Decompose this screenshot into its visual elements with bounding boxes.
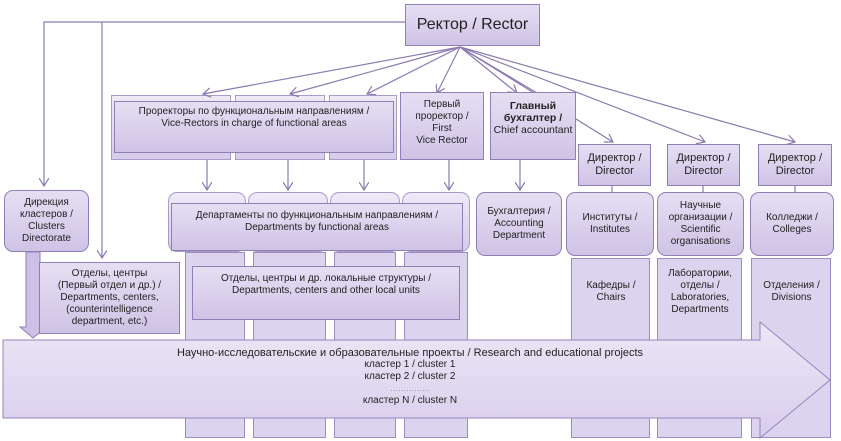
director-3-line-1: Директор / xyxy=(767,152,823,164)
local-units-line-1: Отделы, центры и др. локальные структуры… xyxy=(221,273,431,284)
connector-rector-vr1 xyxy=(203,46,461,94)
director-box-2[interactable]: Директор / Director xyxy=(667,144,740,186)
sci-orgs-line-1: Научные xyxy=(679,200,722,211)
rector-box[interactable]: Ректор / Rector xyxy=(405,4,540,46)
connector-rector-vr3 xyxy=(367,46,461,94)
projects-arrow xyxy=(2,320,831,440)
director-box-3[interactable]: Директор / Director xyxy=(758,144,832,186)
colleges-box[interactable]: Колледжи / Colleges xyxy=(750,192,834,256)
first-vr-line-1: Первый xyxy=(423,99,461,110)
clusters-directorate-box[interactable]: Дирекция кластеров / Clusters Directorat… xyxy=(4,190,89,252)
projects-title: Научно-исследовательские и образовательн… xyxy=(176,347,644,359)
projects-text: Научно-исследовательские и образовательн… xyxy=(30,347,790,407)
projects-cluster-n: кластер N / cluster N xyxy=(362,395,458,406)
clusters-dir-line-4: Directorate xyxy=(22,233,71,244)
labs-line-3: Laboratories, xyxy=(670,292,730,303)
institutes-box[interactable]: Институты / Institutes xyxy=(566,192,654,256)
departments-centers-box[interactable]: Отделы, центры (Первый отдел и др.) / De… xyxy=(39,262,180,334)
first-vr-line-2: проректор / xyxy=(415,111,469,122)
acc-dept-line-2: Accounting xyxy=(494,218,544,229)
dep-func-line-2: Departments by functional areas xyxy=(245,222,389,233)
dep-centers-line-2: (Первый отдел и др.) / xyxy=(57,280,162,291)
laboratories-label: Лаборатории, отделы / Laboratories, Depa… xyxy=(657,268,743,316)
director-1-line-2: Director xyxy=(595,165,634,177)
connector-rector-clusters xyxy=(44,21,405,186)
local-units-box[interactable]: Отделы, центры и др. локальные структуры… xyxy=(192,266,460,320)
dep-func-line-1: Департаменты по функциональным направлен… xyxy=(195,210,439,221)
institutes-line-1: Институты / xyxy=(582,212,638,223)
institutes-line-2: Institutes xyxy=(589,224,631,235)
labs-line-2: отделы / xyxy=(680,280,720,291)
divisions-line-1: Отделения / xyxy=(763,280,820,291)
labs-line-1: Лаборатории, xyxy=(668,268,732,279)
connector-rector-vr2 xyxy=(290,46,461,94)
chief-acc-line-1: Главный xyxy=(509,100,557,112)
projects-cluster-ellipsis: …………… xyxy=(390,384,430,393)
chairs-label: Кафедры / Chairs xyxy=(571,280,651,304)
sci-orgs-line-2: организации / xyxy=(668,212,733,223)
local-units-line-2: Departments, centers and other local uni… xyxy=(232,285,420,296)
divisions-line-2: Divisions xyxy=(771,292,812,303)
colleges-line-1: Колледжи / xyxy=(766,212,818,223)
director-1-line-1: Директор / xyxy=(587,152,642,164)
first-vr-line-3: First xyxy=(432,123,452,134)
chief-accountant-box[interactable]: Главный бухгалтер / Chief accountant xyxy=(490,92,576,160)
director-2-line-2: Director xyxy=(684,165,723,177)
clusters-dir-line-1: Дирекция xyxy=(24,197,69,208)
acc-dept-line-3: Department xyxy=(492,230,546,241)
colleges-line-2: Colleges xyxy=(772,224,812,235)
accounting-department-box[interactable]: Бухгалтерия / Accounting Department xyxy=(476,192,562,256)
clusters-dir-line-3: Clusters xyxy=(28,221,65,232)
dep-centers-line-1: Отделы, центры xyxy=(71,268,148,279)
divisions-label: Отделения / Divisions xyxy=(751,280,832,304)
chairs-line-2: Chairs xyxy=(596,292,626,303)
projects-cluster-1: кластер 1 / cluster 1 xyxy=(364,359,456,370)
vice-rectors-label: Проректоры по функциональным направления… xyxy=(138,106,370,129)
sci-orgs-line-4: organisations xyxy=(670,236,731,247)
dep-centers-line-4: (counterintelligence xyxy=(66,304,153,315)
connector-rector-first-vr xyxy=(437,46,461,93)
sci-orgs-line-3: Scientific xyxy=(680,224,721,235)
acc-dept-line-1: Бухгалтерия / xyxy=(487,206,551,217)
chief-acc-line-2: бухгалтер / xyxy=(503,112,563,124)
connector-rector-director-3 xyxy=(459,46,795,142)
first-vr-line-4: Vice Rector xyxy=(416,135,468,146)
labs-line-4: Departments xyxy=(671,304,729,315)
connector-rector-accountant xyxy=(459,46,517,93)
director-2-line-1: Директор / xyxy=(676,152,731,164)
clusters-dir-line-2: кластеров / xyxy=(20,209,73,220)
director-box-1[interactable]: Директор / Director xyxy=(578,144,651,186)
chairs-line-1: Кафедры / xyxy=(586,280,636,291)
connector-rector-director-2 xyxy=(459,46,705,142)
departments-functional-box[interactable]: Департаменты по функциональным направлен… xyxy=(171,203,463,251)
dep-centers-line-5: department, etc.) xyxy=(71,316,148,327)
dep-centers-line-3: Departments, centers, xyxy=(60,292,159,303)
first-vice-rector-box[interactable]: Первый проректор / First Vice Rector xyxy=(400,92,484,160)
rector-label: Ректор / Rector xyxy=(416,16,529,33)
scientific-orgs-box[interactable]: Научные организации / Scientific organis… xyxy=(657,192,744,256)
director-3-line-2: Director xyxy=(775,165,815,177)
projects-cluster-2: кластер 2 / cluster 2 xyxy=(364,371,456,382)
chief-acc-line-3: Chief accountant xyxy=(493,124,573,136)
vice-rectors-box[interactable]: Проректоры по функциональным направления… xyxy=(114,101,394,153)
